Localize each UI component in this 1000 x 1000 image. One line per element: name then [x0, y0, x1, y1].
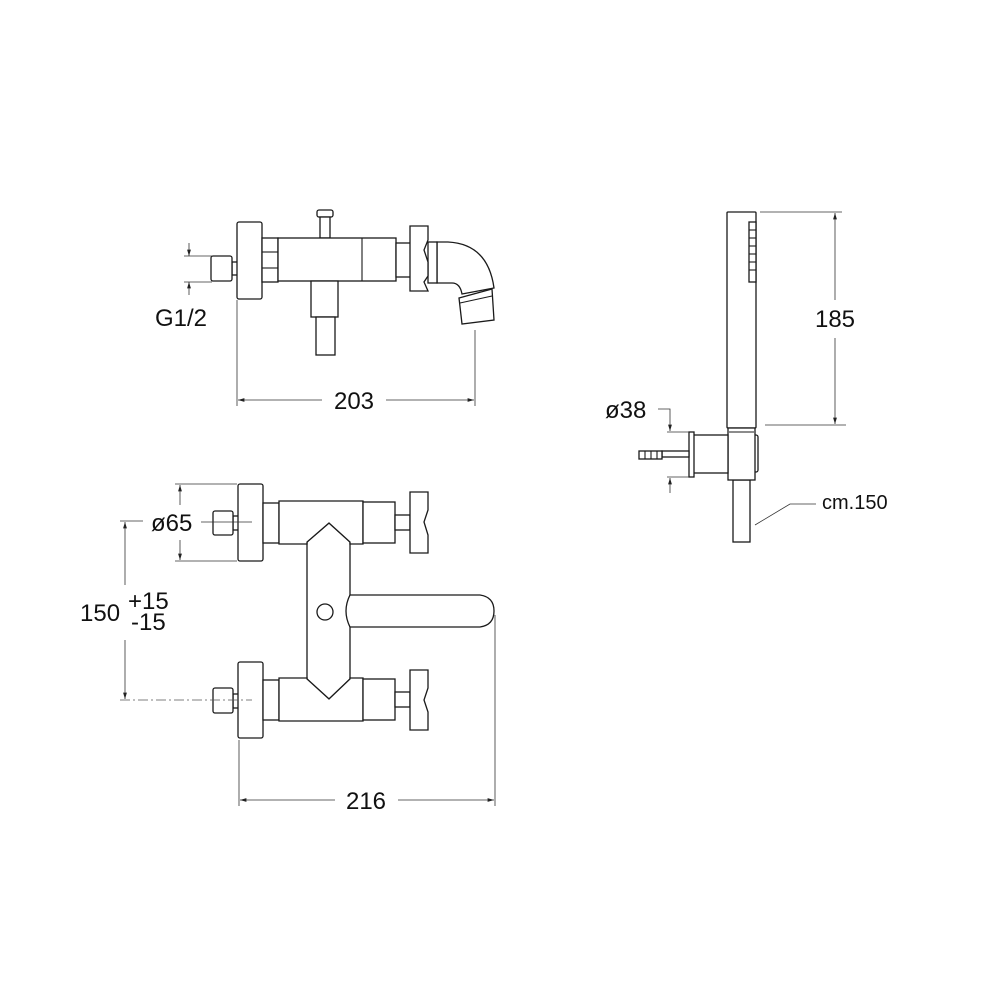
hex-nut-top — [262, 502, 280, 544]
spout-collar — [427, 241, 438, 284]
valve-top — [362, 501, 396, 544]
body-bottom — [278, 677, 364, 722]
handle-bottom-icon — [409, 669, 429, 731]
mixer-side-view: G1/2 203 — [155, 209, 495, 415]
fixing-pin — [661, 450, 690, 458]
mixer-body — [277, 237, 397, 282]
hose — [732, 479, 751, 543]
dimension-o38: ø38 — [605, 397, 689, 493]
callout-hose-length: cm.150 — [754, 492, 888, 526]
width-203-label: 203 — [334, 388, 374, 415]
thread-label: G1/2 — [155, 305, 207, 332]
spout-elbow — [436, 241, 495, 295]
diverter-hole — [316, 603, 334, 621]
lower-fitting — [310, 280, 339, 318]
wall-flange — [236, 221, 263, 300]
nozzles — [749, 229, 756, 271]
dimension-203: 203 — [236, 300, 476, 415]
dimension-g12: G1/2 — [155, 243, 212, 332]
lower-pipe — [315, 316, 336, 356]
tolerance-minus: -15 — [131, 609, 166, 636]
mixer-front-view: ø65 150 +15 -15 216 — [80, 483, 496, 815]
center-distance-label: 150 — [80, 600, 120, 627]
handle-top-icon — [409, 491, 429, 554]
spout-outlet — [458, 288, 495, 325]
dimension-o65: ø65 — [151, 483, 252, 562]
inlet-nut-bottom — [212, 687, 234, 714]
diameter-38-label: ø38 — [605, 397, 646, 424]
dimension-150: 150 +15 -15 — [80, 520, 252, 701]
dimension-185: 185 — [760, 211, 855, 426]
tolerance-plus: +15 — [128, 588, 169, 615]
hose-length-label: cm.150 — [822, 492, 888, 514]
shower-holder — [727, 427, 756, 481]
nozzle-strip — [748, 221, 757, 283]
height-185-label: 185 — [815, 306, 855, 333]
handle-icon — [409, 225, 430, 292]
diverter-stem — [319, 216, 331, 239]
diameter-65-label: ø65 — [151, 510, 192, 537]
hand-shower: 185 ø38 cm.150 — [605, 211, 888, 543]
valve-bottom — [362, 678, 396, 721]
inlet-nut-top — [212, 510, 234, 536]
spout-front — [345, 594, 495, 628]
holder-arm — [691, 434, 729, 474]
hex-nut — [261, 237, 279, 283]
width-216-label: 216 — [346, 788, 386, 815]
hex-nut-bottom — [262, 679, 280, 721]
wall-flange-top — [237, 483, 264, 562]
diverter-knob — [316, 209, 334, 218]
dimension-216: 216 — [238, 615, 496, 815]
wall-plate — [688, 431, 695, 478]
inlet-nut — [210, 255, 233, 282]
